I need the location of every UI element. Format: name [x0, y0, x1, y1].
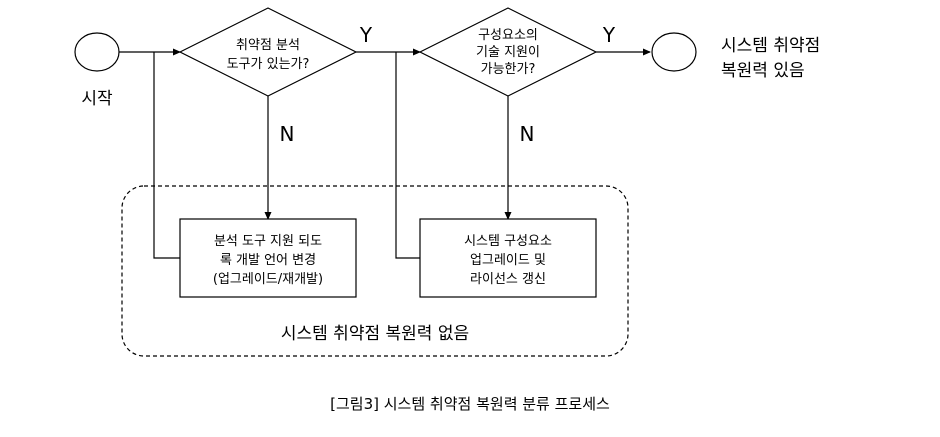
tool-action-label-line-3: (업그레이드/재개발)	[213, 272, 323, 287]
tool-decision-label-line-1: 취약점 분석	[236, 38, 300, 53]
component-decision-label-line-3: 가능한가?	[481, 62, 536, 77]
component-decision-label-line-2: 기술 지원이	[476, 45, 540, 60]
component-decision-label-line-1: 구성요소의	[478, 28, 538, 43]
component-yes-label: Y	[602, 23, 616, 47]
component-action-label-line-1: 시스템 구성요소	[464, 234, 552, 249]
edge-tool-action-loop	[153, 52, 180, 259]
tool-yes-label: Y	[359, 23, 373, 47]
tool-no-label: N	[280, 122, 295, 146]
end-terminal	[651, 32, 697, 72]
tool-decision-label-line-2: 도구가 있는가?	[227, 57, 310, 72]
component-action-label-line-2: 업그레이드 및	[470, 253, 546, 268]
start-label: 시작	[81, 89, 113, 109]
start-terminal	[74, 32, 120, 72]
end-label-line-1: 시스템 취약점	[721, 36, 820, 56]
no-resilience-group	[121, 185, 629, 357]
tool-action-box	[179, 218, 357, 298]
figure-caption: [그림3] 시스템 취약점 복원력 분류 프로세스	[330, 395, 610, 413]
component-action-label-line-3: 라이선스 갱신	[470, 272, 546, 287]
tool-action-label-line-1: 분석 도구 지원 되도	[214, 234, 322, 249]
end-label-line-2: 복원력 있음	[721, 61, 805, 81]
tool-action-label-line-2: 록 개발 언어 변경	[220, 253, 316, 268]
no-resilience-group-label: 시스템 취약점 복원력 없음	[281, 324, 469, 344]
component-no-label: N	[520, 122, 535, 146]
edge-component-action-loop	[395, 52, 420, 259]
